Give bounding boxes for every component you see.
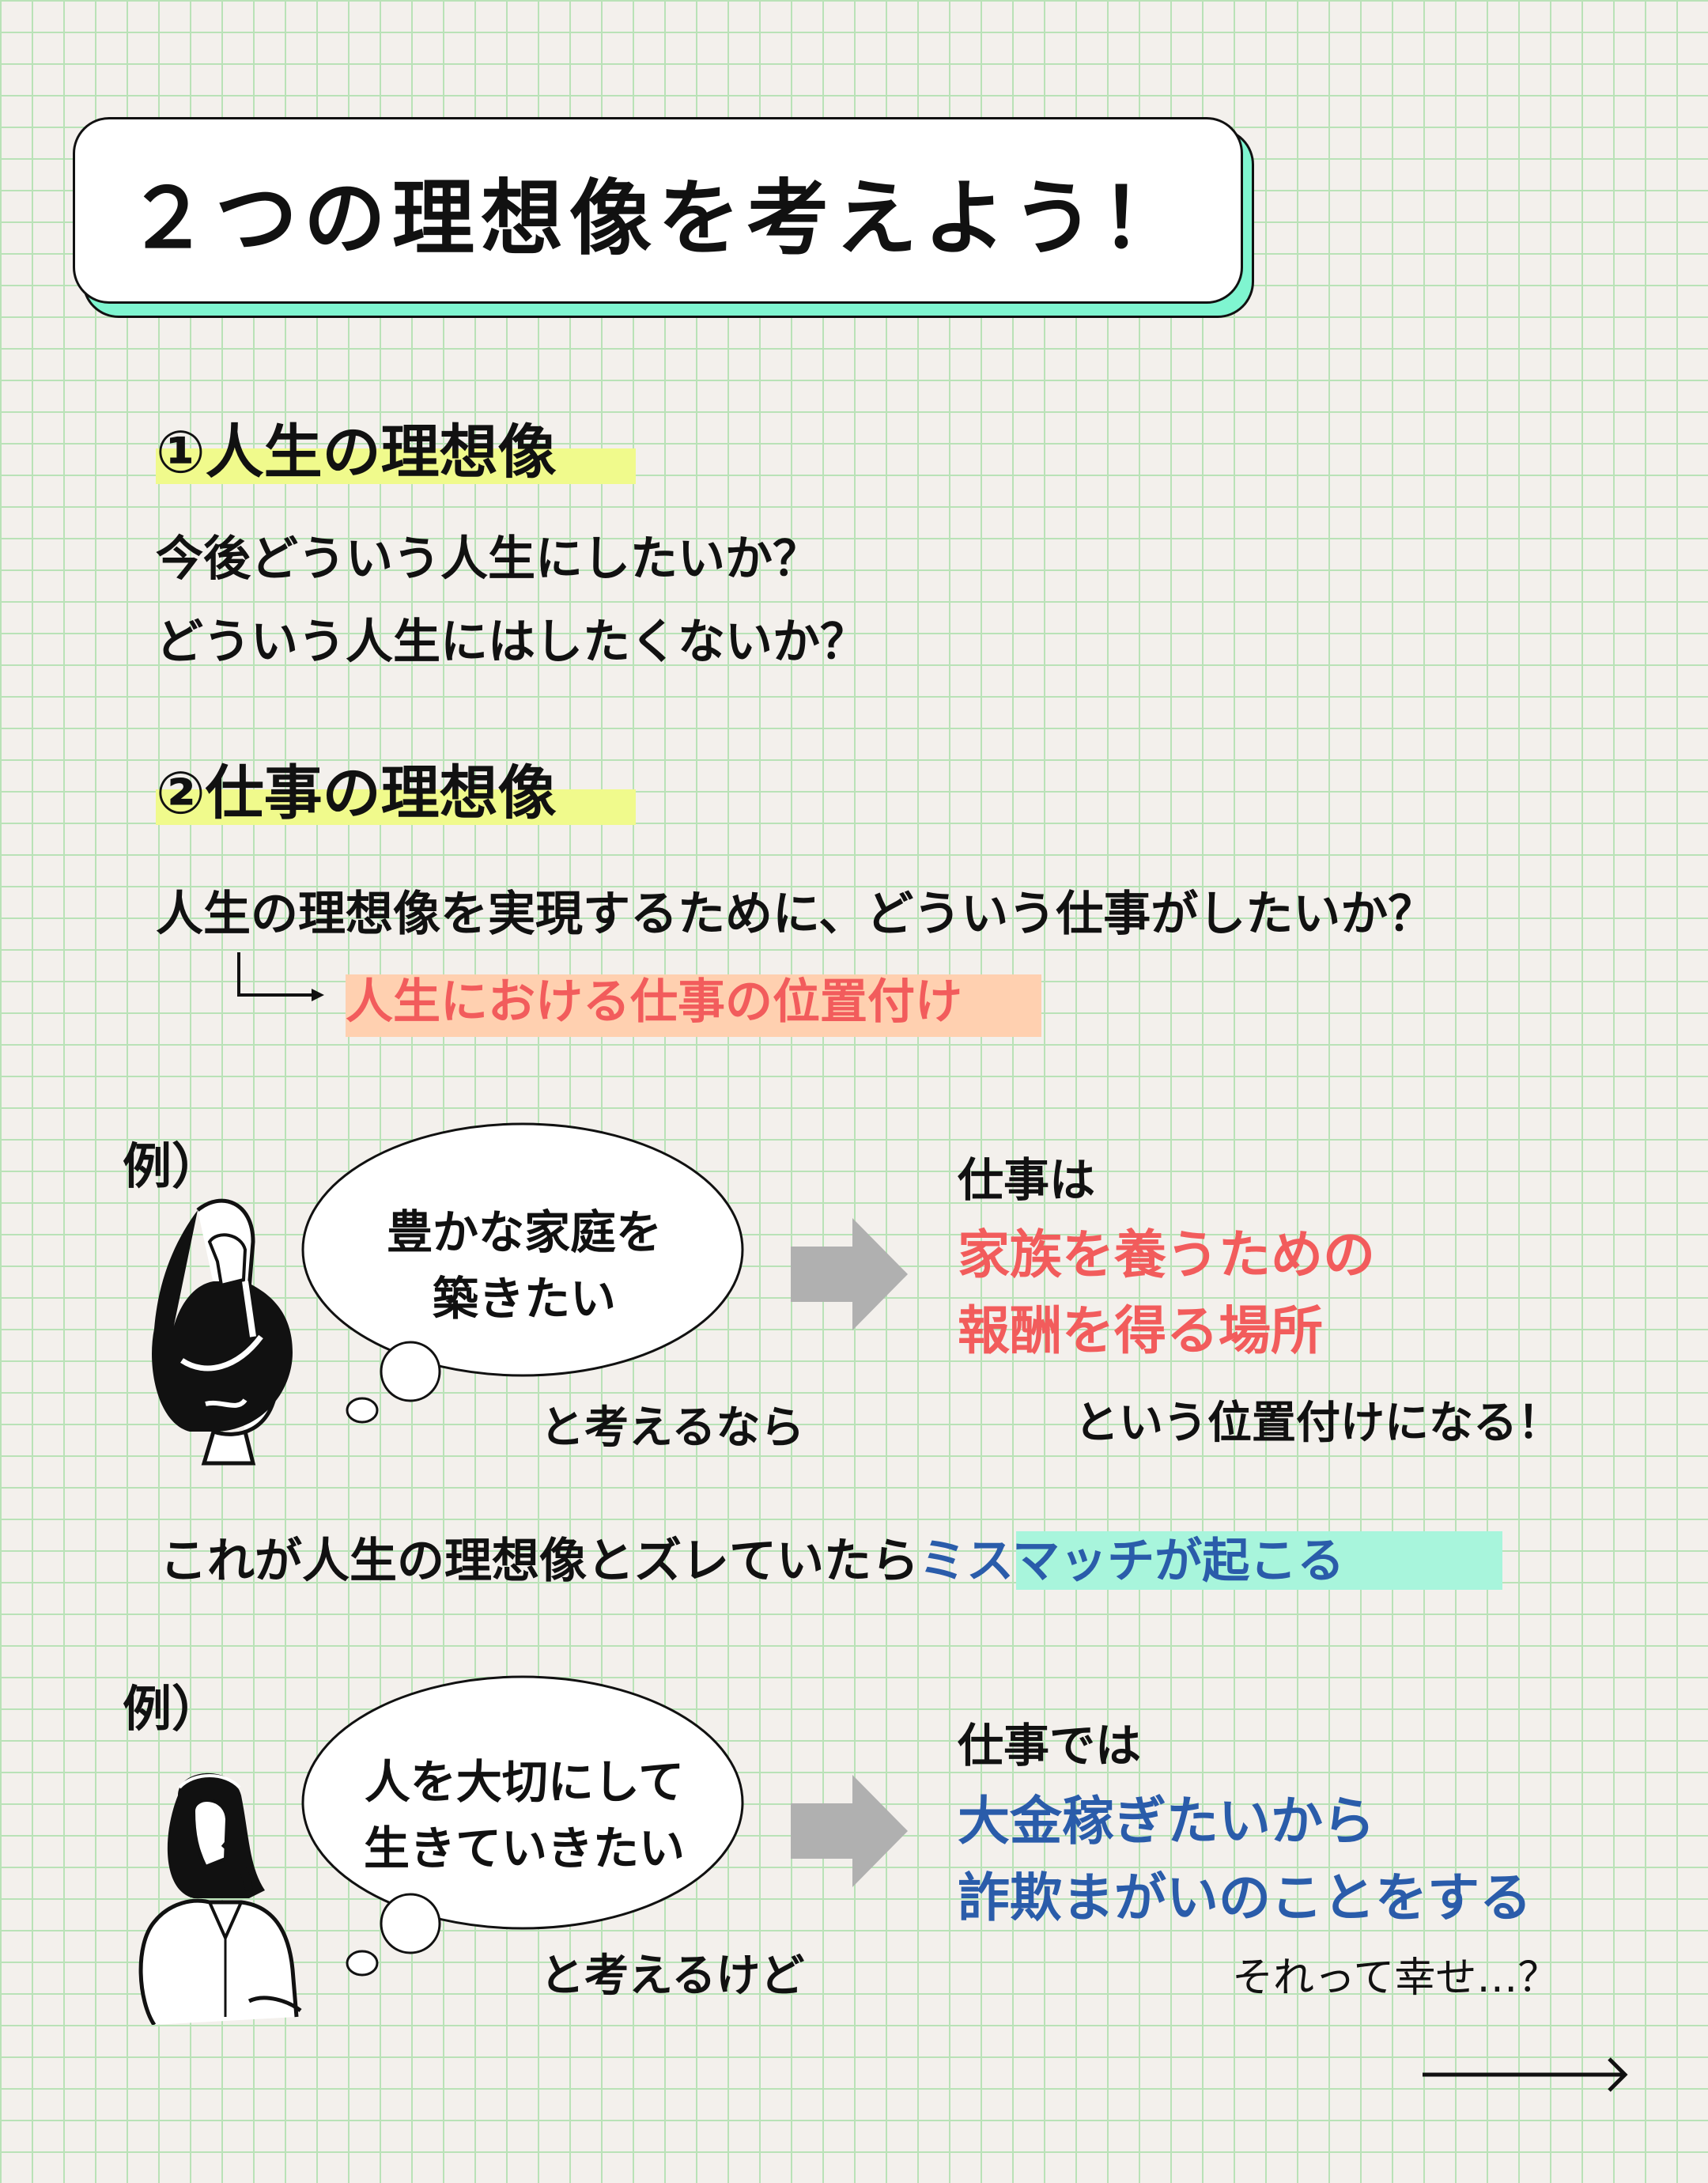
woman-thinking-illustration <box>138 1773 302 2025</box>
thought-bubble <box>301 1122 744 1424</box>
result-intro: 仕事では <box>958 1719 1142 1773</box>
right-arrow-icon <box>791 1218 908 1330</box>
result-line: 報酬を得る場所 <box>958 1300 1323 1361</box>
mismatch-line: これが人生の理想像とズレていたらミスマッチが起こる <box>160 1523 1344 1591</box>
highlight-peach <box>346 974 1041 1037</box>
bubble-line: 築きたい <box>432 1272 616 1326</box>
section2-heading: ②仕事の理想像 <box>156 759 557 827</box>
example-caption: と考えるなら <box>540 1402 805 1454</box>
section2-line: 人生の理想像を実現するために、どういう仕事がしたいか？ <box>156 887 1436 942</box>
highlight-teal <box>1016 1531 1502 1590</box>
bubble-text: 人を大切にして 生きていきたい <box>304 1749 745 1882</box>
result-outro: という位置付けになる！ <box>1075 1398 1562 1449</box>
bubble-text: 豊かな家庭を 築きたい <box>304 1199 745 1332</box>
result-line: 大金稼ぎたいから <box>958 1791 1375 1852</box>
result-line: 家族を養うための <box>958 1224 1375 1285</box>
section1-line: どういう人生にはしたくないか？ <box>156 615 867 670</box>
result-outro: それって幸せ…？ <box>1232 1954 1559 2002</box>
example-label: 例） <box>123 1680 221 1738</box>
bubble-line: 生きていきたい <box>363 1822 685 1875</box>
section1-heading: ①人生の理想像 <box>156 418 557 486</box>
result-intro: 仕事は <box>958 1153 1096 1207</box>
mismatch-highlight: ミスマッチが起こる <box>919 1534 1345 1589</box>
example-label: 例） <box>123 1137 221 1195</box>
result-line: 詐欺まがいのことをする <box>958 1867 1532 1928</box>
section1-line: 今後どういう人生にしたいか？ <box>156 532 820 587</box>
mismatch-prefix: これが人生の理想像とズレていたら <box>160 1534 919 1589</box>
highlight-yellow <box>156 448 636 484</box>
page-title-text: ２つの理想像を考えよう！ <box>126 169 1189 267</box>
example-caption: と考えるけど <box>540 1950 805 2002</box>
next-page-arrow-icon[interactable] <box>1419 2052 1633 2096</box>
pointer-text: 人生における仕事の位置付け <box>346 974 962 1030</box>
turn-arrow-icon <box>237 952 324 1001</box>
right-arrow-icon <box>791 1775 908 1887</box>
thought-bubble <box>301 1675 744 1977</box>
highlight-yellow <box>156 789 636 825</box>
page-title: ２つの理想像を考えよう！ <box>73 117 1243 304</box>
bubble-line: 豊かな家庭を <box>386 1205 662 1259</box>
woman-thinking-illustration <box>152 1198 293 1466</box>
bubble-line: 人を大切にして <box>364 1755 685 1809</box>
